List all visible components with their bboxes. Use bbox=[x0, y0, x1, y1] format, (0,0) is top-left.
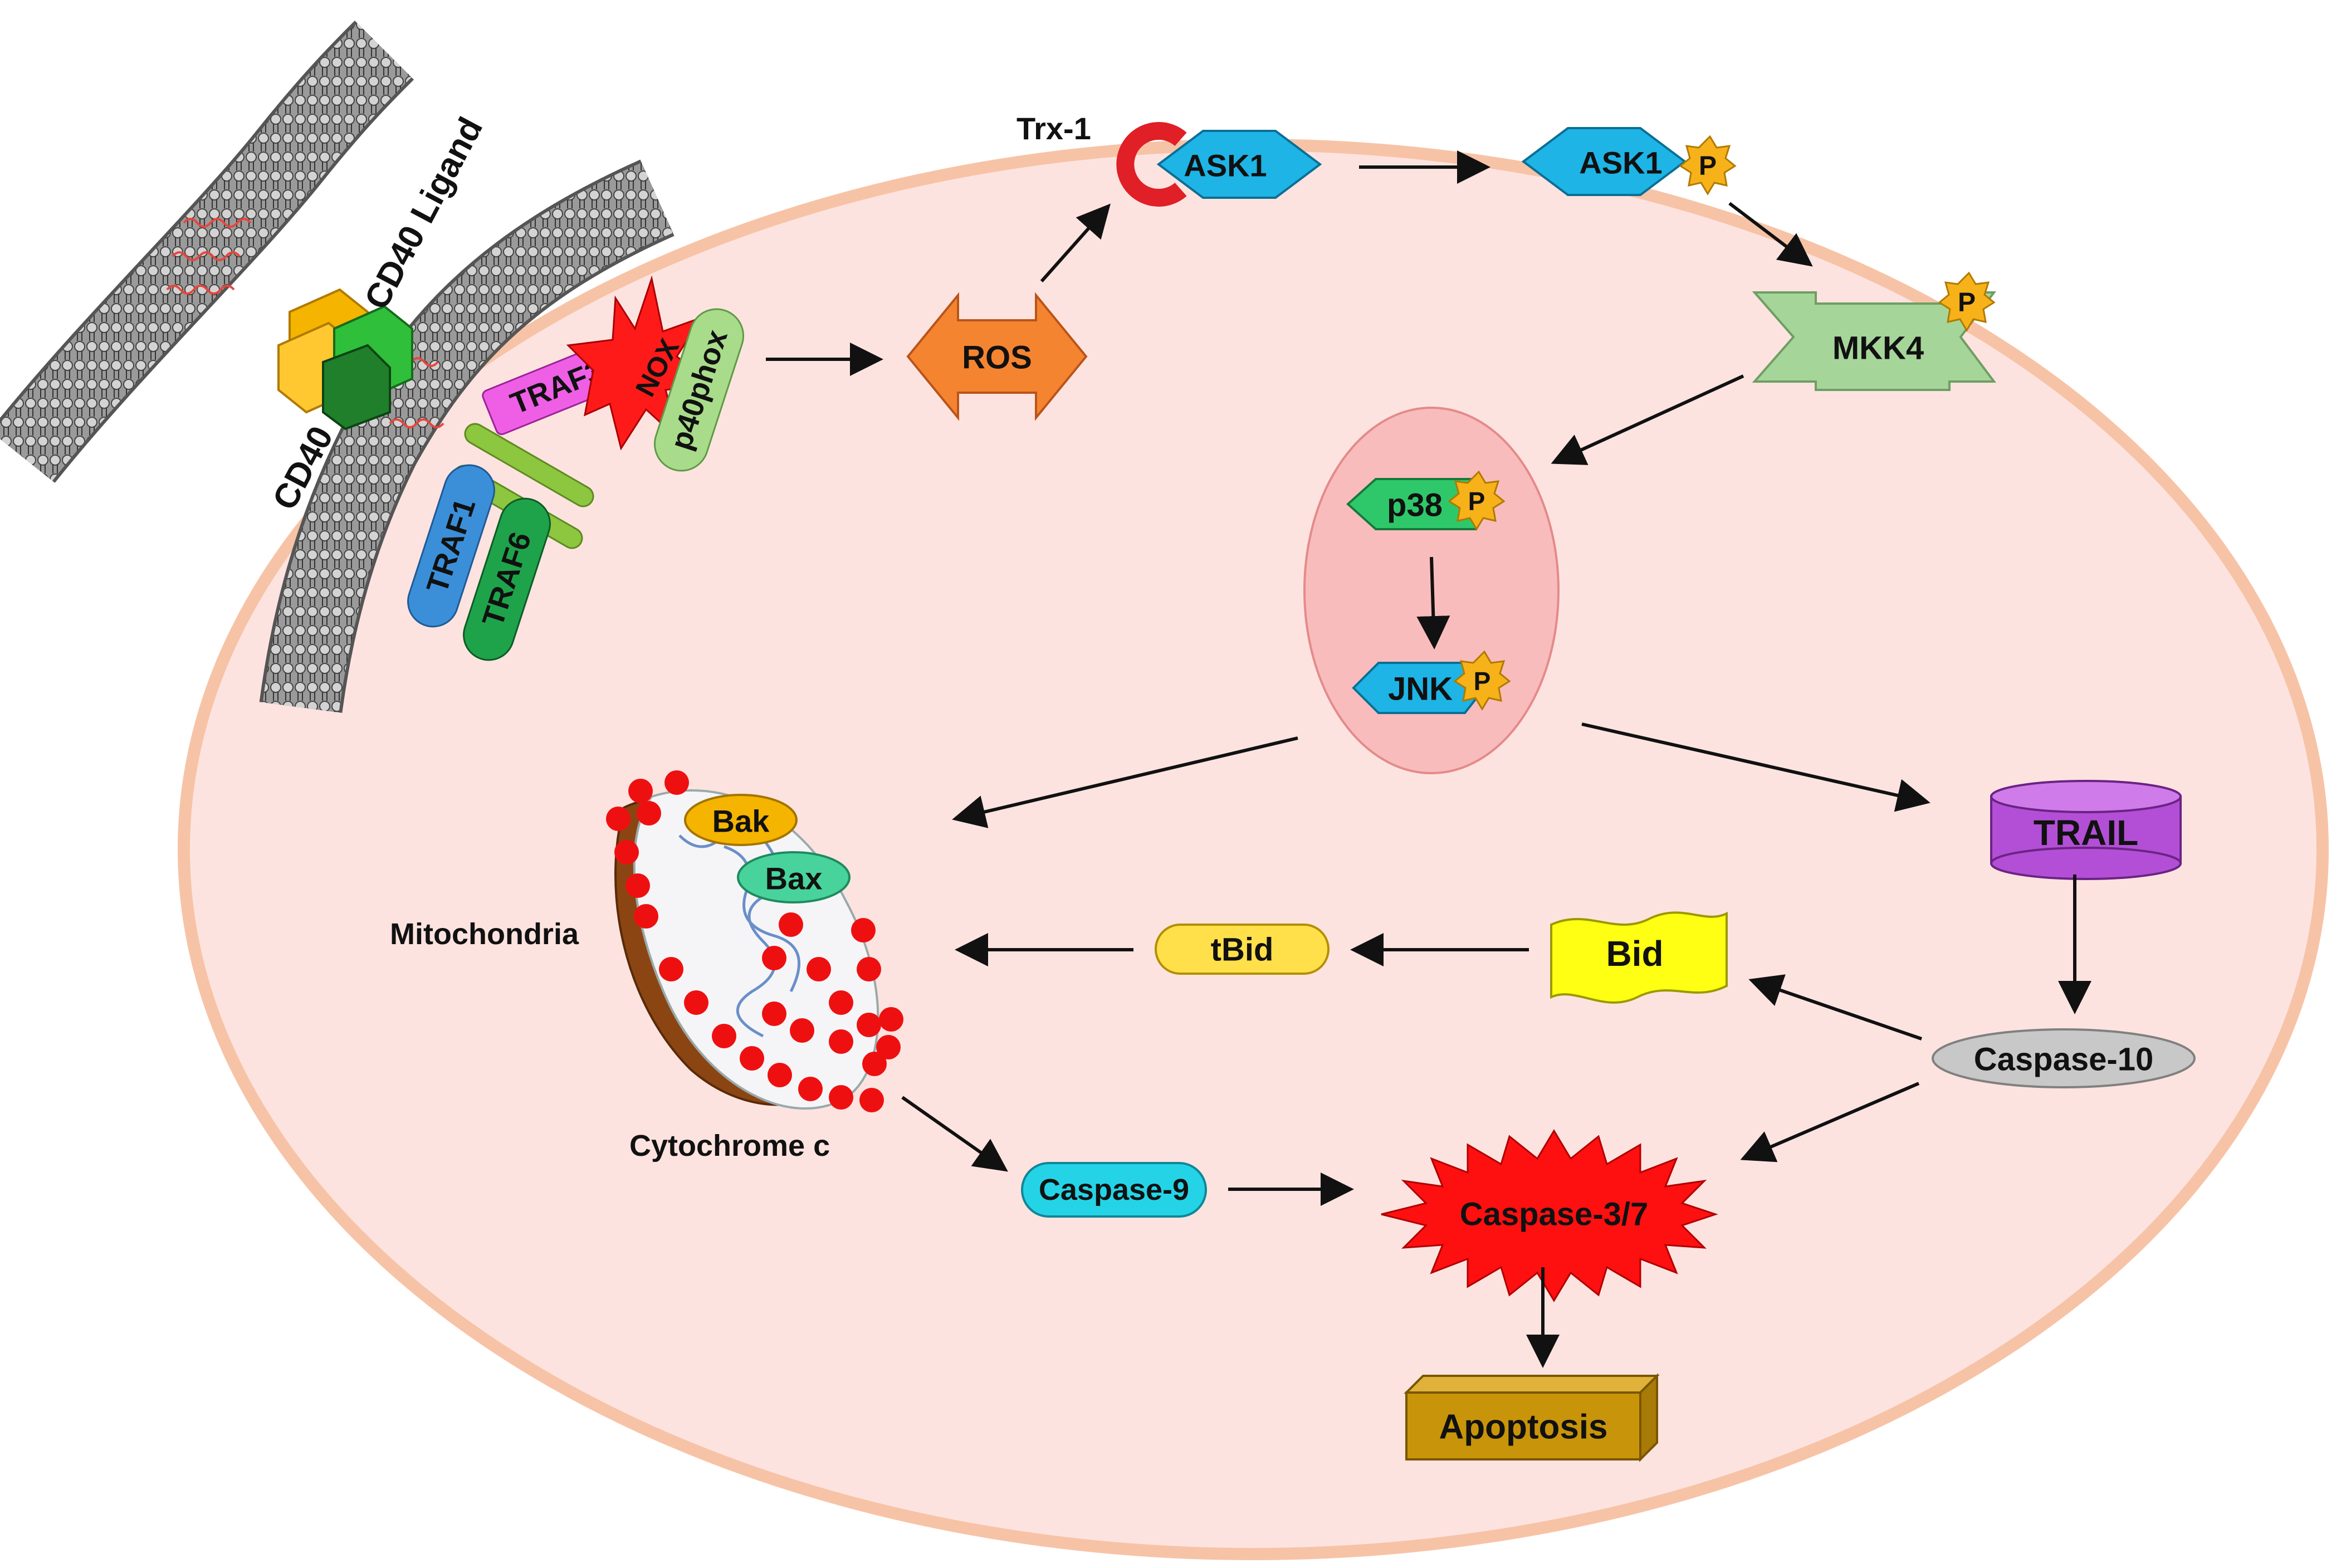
arrow-p38-to-jnk bbox=[1416, 556, 1450, 649]
mkk4-node: MKK4 P bbox=[1752, 271, 1996, 391]
p38-label: p38 bbox=[1387, 487, 1443, 524]
bid-node: Bid bbox=[1550, 911, 1728, 1004]
bak-protein: Bak bbox=[684, 794, 798, 846]
p38-node: p38 P bbox=[1346, 470, 1506, 531]
arrow-mkk4-to-p38 bbox=[1551, 374, 1744, 465]
arrow-mitochondria-to-caspase9 bbox=[901, 1096, 1008, 1172]
caspase10-label: Caspase-10 bbox=[1974, 1042, 2153, 1078]
arrow-caspase10-to-caspase37 bbox=[1740, 1082, 1920, 1162]
bax-label: Bax bbox=[765, 861, 823, 896]
caspase37-label: Caspase-3/7 bbox=[1460, 1196, 1649, 1233]
arrow-ros-to-ask1 bbox=[1040, 203, 1111, 282]
cytochrome-c-label: Cytochrome c bbox=[629, 1129, 830, 1162]
ask1-phospho-p: P bbox=[1699, 152, 1717, 181]
cell-membrane-right bbox=[259, 159, 675, 713]
pathway-arrows bbox=[766, 150, 2091, 1368]
mkk4-label: MKK4 bbox=[1832, 330, 1924, 367]
bak-label: Bak bbox=[712, 804, 770, 839]
mitochondria-label: Mitochondria bbox=[390, 917, 579, 951]
trail-label: TRAIL bbox=[2034, 813, 2138, 853]
caspase9-label: Caspase-9 bbox=[1039, 1173, 1189, 1206]
trx1-label: Trx-1 bbox=[1016, 111, 1091, 146]
bax-protein: Bax bbox=[737, 851, 851, 903]
apoptosis-label: Apoptosis bbox=[1439, 1408, 1607, 1447]
ask1-p-label: ASK1 bbox=[1579, 145, 1662, 180]
mkk4-phospho-badge bbox=[1938, 271, 1996, 332]
ask1-phospho-node: ASK1 P bbox=[1521, 127, 1737, 196]
caspase9-node: Caspase-9 bbox=[1021, 1162, 1207, 1218]
jnk-label: JNK bbox=[1388, 671, 1453, 707]
trail-node: TRAIL bbox=[1990, 780, 2182, 880]
tbid-node: tBid bbox=[1155, 924, 1330, 975]
cd40-ligand-complex bbox=[277, 288, 413, 431]
jnk-node: JNK P bbox=[1352, 650, 1511, 714]
ros-label: ROS bbox=[962, 340, 1032, 376]
arrow-jnk-to-trail bbox=[1581, 722, 1931, 812]
apoptosis-node: Apoptosis bbox=[1404, 1373, 1660, 1462]
caspase10-node: Caspase-10 bbox=[1932, 1028, 2196, 1088]
arrow-ask1p-to-mkk4 bbox=[1728, 202, 1813, 267]
ros-node: ROS bbox=[906, 292, 1088, 421]
ask1-label: ASK1 bbox=[1184, 148, 1267, 183]
ask1-phospho-badge bbox=[1679, 135, 1737, 196]
p38-phospho-p: P bbox=[1468, 487, 1485, 516]
nox-protein: NOX bbox=[566, 275, 715, 451]
cell-membrane-left bbox=[0, 20, 414, 483]
arrow-caspase10-to-bid bbox=[1748, 974, 1922, 1041]
p38-phospho-badge bbox=[1448, 470, 1506, 531]
bid-label: Bid bbox=[1606, 934, 1663, 974]
jnk-phospho-badge bbox=[1453, 650, 1511, 711]
tbid-label: tBid bbox=[1211, 932, 1274, 968]
caspase37-node: Caspase-3/7 bbox=[1381, 1129, 1718, 1302]
ask1-node: ASK1 bbox=[1156, 130, 1322, 199]
trx1-crescent bbox=[1116, 122, 1187, 207]
arrow-jnk-to-mitochondria bbox=[952, 736, 1298, 828]
jnk-phospho-p: P bbox=[1474, 667, 1491, 696]
mkk4-phospho-p: P bbox=[1958, 288, 1976, 317]
cytochrome-c-dots bbox=[606, 770, 903, 1112]
